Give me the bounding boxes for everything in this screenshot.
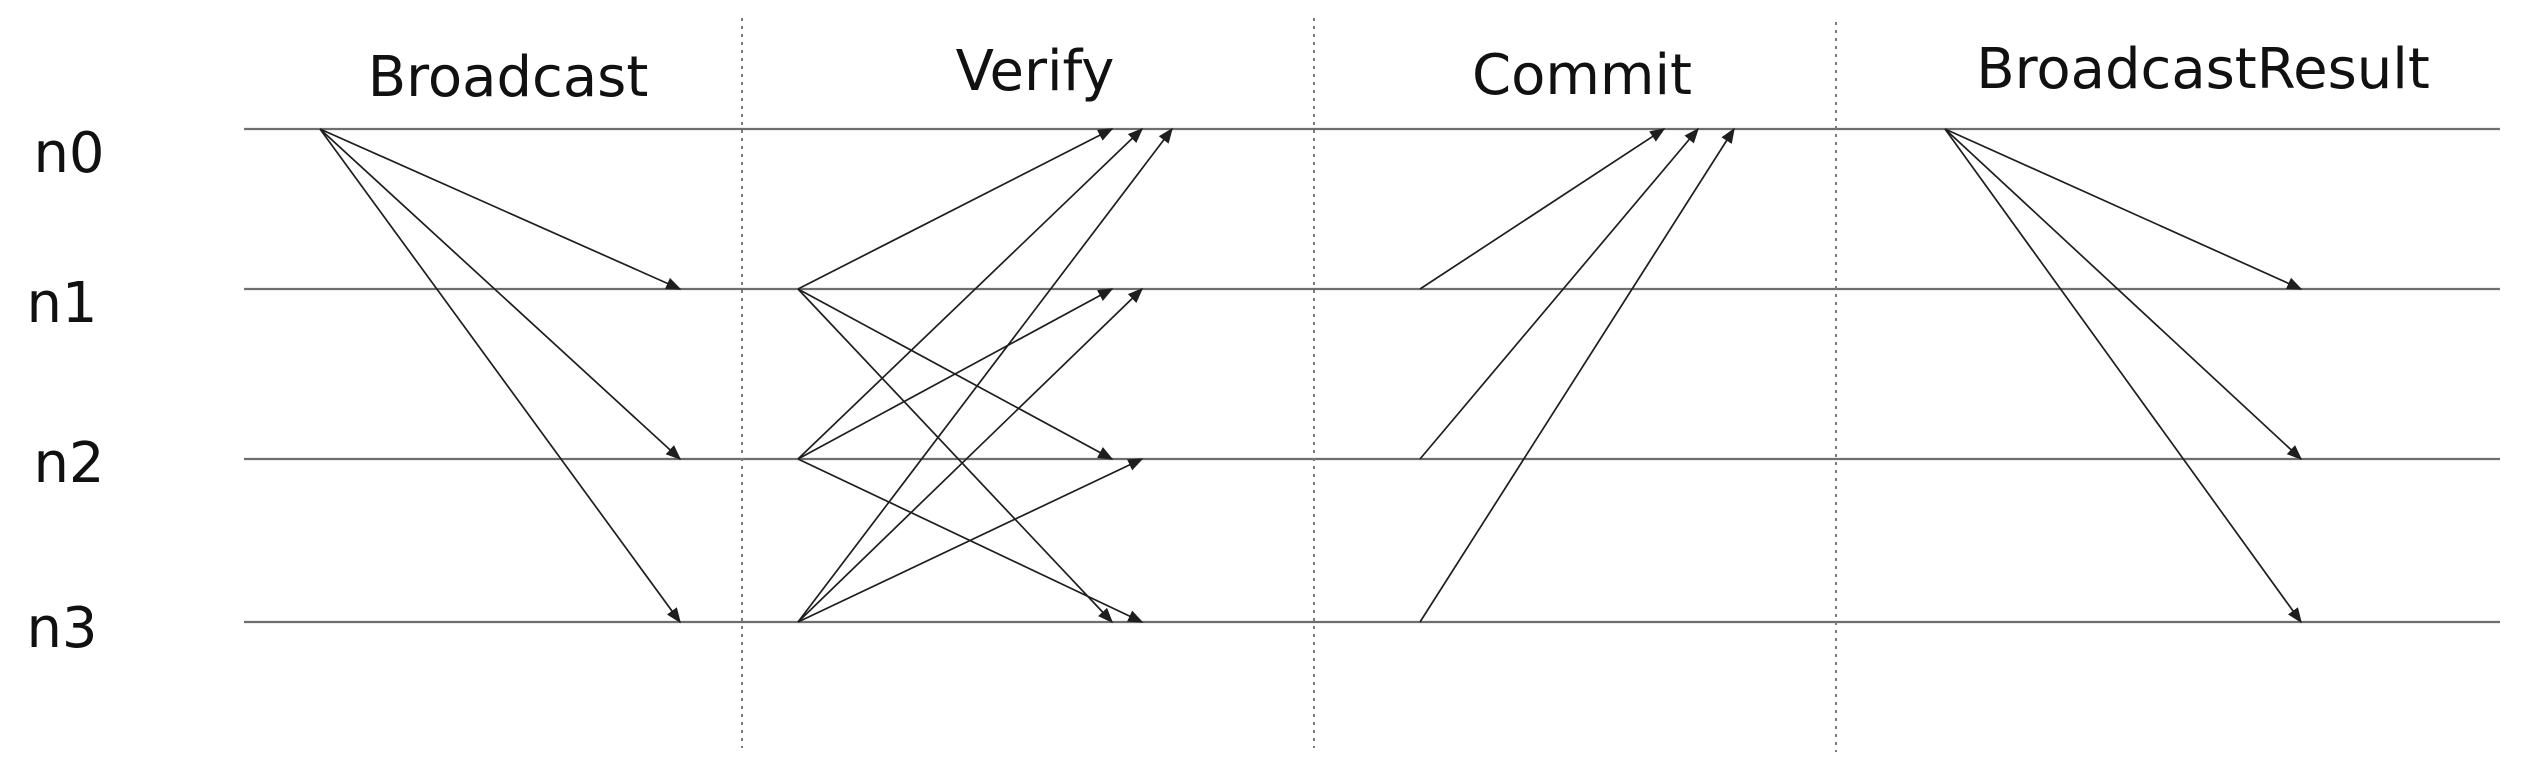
message-arrow-p1-n1-to-n3 [797, 288, 1114, 624]
message-arrow-p3-n0-to-n2 [1944, 128, 2303, 461]
message-arrow-p3-n0-to-n1 [1944, 128, 2303, 290]
message-arrow-p1-n2-to-n1 [797, 288, 1114, 460]
message-arrow-p0-n0-to-n3 [319, 128, 681, 624]
message-arrow-p3-n0-to-n3 [1944, 128, 2302, 624]
message-arrow-p2-n1-to-n0 [1419, 128, 1666, 290]
message-arrow-p1-n2-to-n0 [797, 127, 1144, 460]
message-arrow-p1-n3-to-n2 [797, 458, 1144, 623]
message-arrow-p1-n1-to-n0 [797, 128, 1114, 290]
message-arrow-p2-n2-to-n0 [1419, 127, 1699, 460]
phase-title-verify: Verify [956, 39, 1115, 104]
message-arrow-p0-n0-to-n2 [319, 128, 682, 461]
message-arrow-p2-n3-to-n0 [1419, 127, 1735, 623]
phase-title-broadcast: Broadcast [368, 45, 649, 110]
message-arrow-p0-n0-to-n1 [319, 128, 682, 290]
node-label-n0: n0 [33, 121, 104, 186]
node-label-n2: n2 [33, 431, 104, 496]
node-label-n3: n3 [26, 596, 97, 661]
message-arrows [319, 127, 2303, 624]
phase-title-broadcastresult: BroadcastResult [1976, 37, 2430, 102]
phase-title-commit: Commit [1472, 43, 1692, 108]
message-arrow-p1-n3-to-n1 [797, 287, 1144, 623]
node-label-n1: n1 [26, 271, 97, 336]
message-arrow-p1-n3-to-n0 [797, 127, 1173, 623]
